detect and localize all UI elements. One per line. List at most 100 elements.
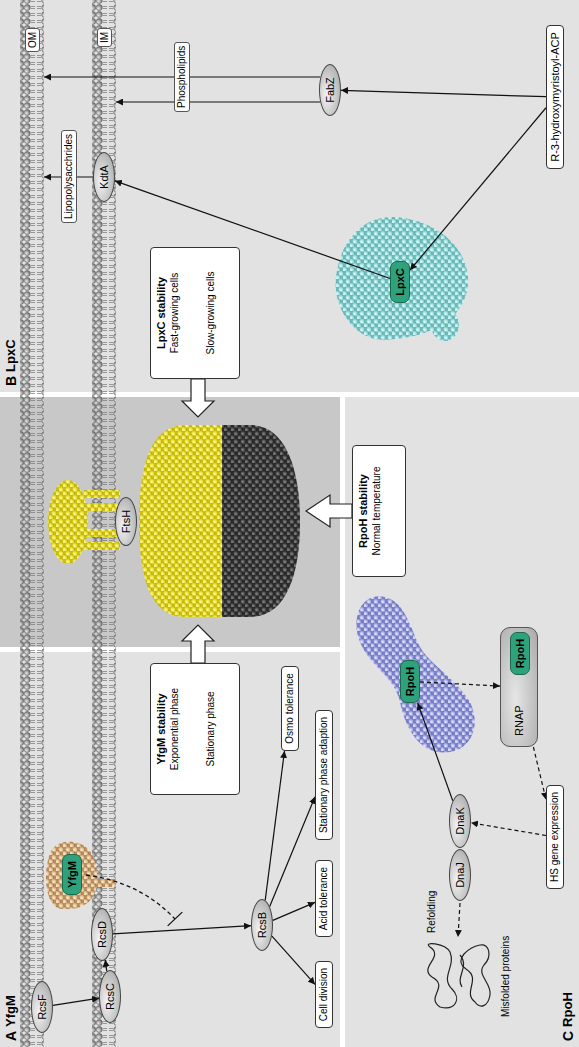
node-text: LpxC (3, 339, 19, 372)
rect-part (345, 397, 579, 1047)
path-part (460, 955, 464, 987)
connector-arrow (273, 902, 315, 920)
protein-label: YfgM (62, 854, 82, 895)
polygon-part (182, 625, 214, 663)
process-box: R-3-hydroxymyristoyl-ACP (546, 25, 564, 169)
node-text: KdtA (97, 165, 111, 189)
node-text: YfgM (3, 995, 19, 1027)
connector-arrow (272, 936, 315, 984)
protein-ellipse: RcsB (251, 899, 273, 951)
panel: BLpxCKdtALpxC stabilityFast-growing cell… (0, 0, 579, 392)
node-text: FtsH (119, 510, 133, 533)
connector-arrow (53, 998, 99, 1005)
lpxc-structure (336, 217, 468, 341)
protein-ellipse: FtsH (115, 497, 137, 546)
rect-part (0, 0, 579, 392)
node-text: RpoH (560, 992, 576, 1027)
node-text: Cell division (317, 968, 331, 1021)
misfolded-proteins (428, 944, 490, 1008)
connector-arrow (113, 926, 251, 934)
node-text: C (560, 1031, 576, 1041)
node-text: DnaJ (453, 862, 467, 888)
polygon-part (182, 379, 214, 417)
node-text: HS gene expression (548, 792, 562, 882)
node-text: DnaK (453, 807, 467, 835)
rect-part (84, 542, 120, 550)
path-part (336, 217, 468, 340)
connector-arrow (341, 90, 546, 96)
membrane-band: OM (20, 0, 44, 1047)
protein-ellipse: RcsC (99, 970, 121, 1023)
yfgm-structure (46, 842, 116, 910)
node-text: R-3-hydroxymyristoyl-ACP (548, 32, 562, 162)
process-box: Stationary phase adaption (315, 710, 333, 840)
node-text: RcsB (255, 912, 269, 938)
protein-ellipse: FabZ (319, 64, 341, 116)
free-label: Refolding (425, 889, 439, 935)
node-text: RcsC (103, 983, 117, 1010)
rect-part (84, 503, 120, 511)
node-text: Normal temperature (370, 467, 384, 556)
rect-part (84, 529, 120, 537)
protein-ellipse: KdtA (93, 152, 115, 202)
node-text: IM (97, 28, 112, 47)
node-text: RcsF (35, 994, 49, 1020)
process-box: Osmo tolerance (281, 666, 299, 751)
node-text: Osmo tolerance (283, 673, 297, 744)
edge-label-text: Lipopolysacchrides (61, 130, 77, 223)
path-part (428, 944, 457, 1008)
refolding-arrow (458, 903, 460, 937)
node-text: Slow-growing cells (204, 272, 218, 355)
node-text: RpoH (513, 639, 527, 668)
node-text: RpoH (403, 667, 417, 696)
ellipse-part (48, 480, 88, 564)
stability-box: LpxC stabilityFast-growing cells Slow-gro… (150, 247, 240, 379)
ftsh-structure (48, 425, 300, 617)
connector-arrow (410, 108, 546, 270)
process-box: Cell division (315, 961, 333, 1028)
node-text: FabZ (323, 77, 337, 103)
protein-ellipse: RcsD (91, 908, 113, 961)
node-text: Acid tolerance (317, 867, 331, 930)
node-text: LpxC stability (154, 277, 168, 349)
protein-label: LpxC (390, 261, 410, 303)
path-part (461, 945, 490, 1006)
node-text: A (3, 1031, 19, 1041)
protein-label: RpoH (400, 660, 420, 703)
node-text: Stationary phase adaption (317, 717, 331, 833)
node-text: RcsD (95, 921, 109, 948)
node-text: Exponential phase (168, 688, 182, 770)
connector-arrow (265, 751, 284, 900)
node-text: Stationary phase (204, 691, 218, 766)
edge-label: Phospholipids (174, 42, 190, 112)
protein-ellipse: DnaK (449, 794, 471, 848)
process-box: Acid tolerance (315, 860, 333, 937)
connector-arrow (116, 101, 320, 102)
polygon-part (306, 495, 352, 527)
connector-arrow (533, 747, 546, 800)
rpoh-structure (356, 596, 474, 752)
protein-label: RpoH (510, 632, 530, 675)
node-text: OM (25, 28, 40, 52)
stability-box: YfgM stabilityExponential phase Stationar… (150, 663, 240, 795)
label-text: Refolding (425, 889, 439, 935)
panel: C RpoH RpoH stabilityNormal temperatureRpo… (345, 397, 579, 1047)
connector-arrow (418, 703, 453, 801)
path-part (356, 596, 474, 752)
node-text: YfgM stability (154, 693, 168, 765)
rect-part (0, 397, 340, 647)
label-text: Misfolded proteins (499, 934, 513, 1019)
rect-part (84, 490, 120, 498)
node-text: RpoH stability (356, 474, 370, 548)
connector-arrow (420, 682, 500, 686)
path-part (218, 425, 300, 617)
connector-arrow (105, 960, 106, 971)
hollow-arrows (182, 379, 352, 663)
node-text: Fast-growing cells (168, 273, 182, 354)
edge-label: Lipopolysacchrides (61, 130, 77, 223)
process-box: HS gene expression (546, 785, 564, 889)
